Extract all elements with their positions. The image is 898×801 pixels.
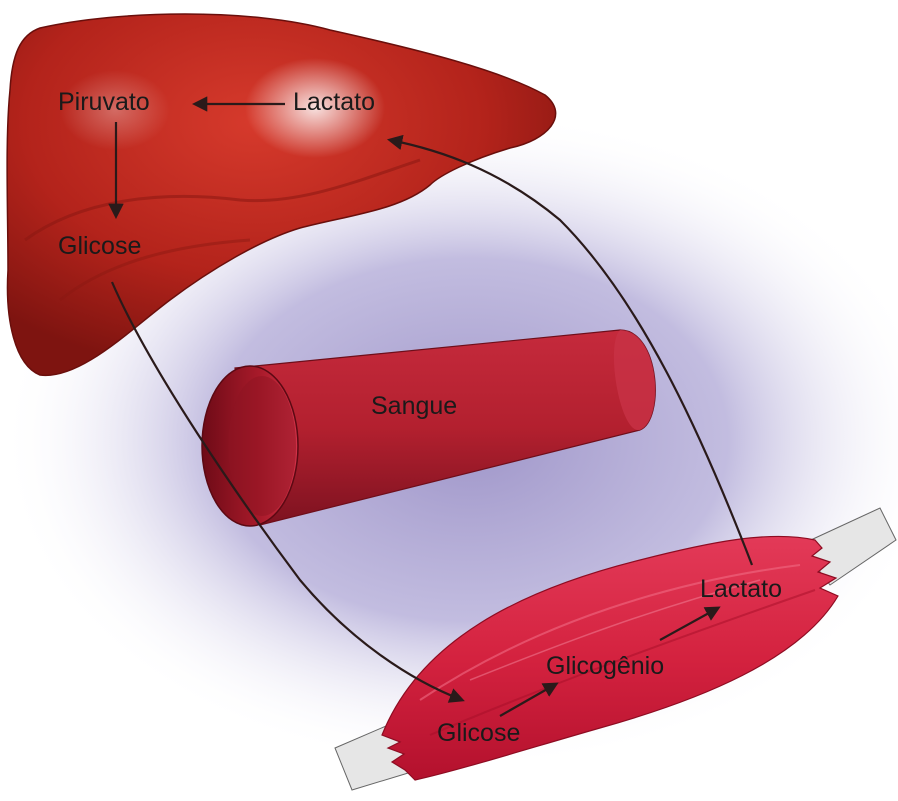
liver-lactato-label: Lactato [293,90,375,115]
vessel-sangue-label: Sangue [371,394,457,419]
muscle-lactato-label: Lactato [700,577,782,602]
liver-piruvato-label: Piruvato [58,90,150,115]
muscle-glicogenio-label: Glicogênio [546,654,664,679]
liver-glicose-label: Glicose [58,234,141,259]
muscle-glicose-label: Glicose [437,721,520,746]
